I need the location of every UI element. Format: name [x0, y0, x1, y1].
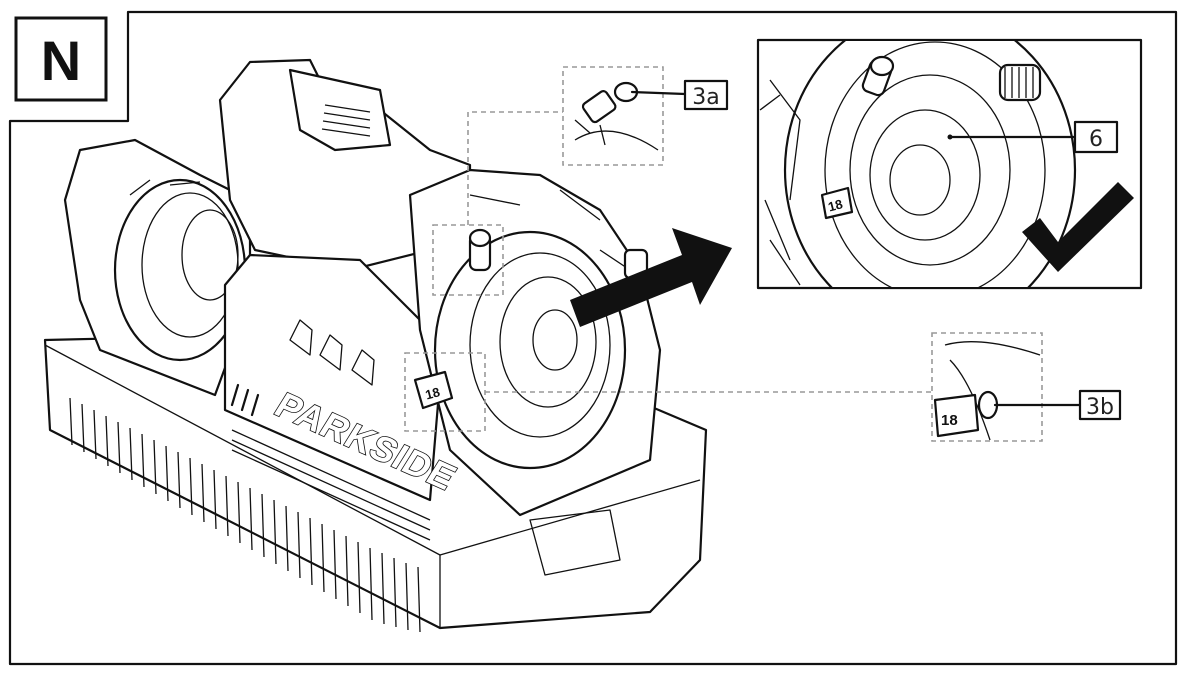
leader-3a — [467, 111, 563, 225]
detail-region-3a — [432, 224, 504, 296]
detail-3a: 3a — [562, 66, 729, 166]
callout-6: 6 — [1089, 127, 1103, 152]
check-mark-icon — [1022, 182, 1134, 272]
detail-3b-dial-text: 18 — [941, 412, 958, 429]
callout-3b: 3b — [1086, 395, 1114, 420]
finger-grips — [289, 319, 375, 386]
inset-detail-6: 18 6 — [756, 38, 1143, 290]
callout-3a: 3a — [692, 85, 719, 110]
svg-text:18: 18 — [424, 384, 442, 402]
panel-letter-box — [14, 16, 108, 102]
detail-3b: 18 3b — [931, 332, 1122, 442]
front-slots — [231, 429, 431, 541]
motor-vent-grille — [321, 104, 371, 137]
base-vent-slots — [69, 397, 421, 633]
drill-sharpener-machine: PARKSIDE 18 — [43, 58, 708, 633]
figure-frame — [8, 10, 1178, 666]
arrow-right-icon — [570, 228, 732, 327]
svg-text:18: 18 — [826, 196, 844, 214]
panel-letter: N — [41, 29, 81, 92]
